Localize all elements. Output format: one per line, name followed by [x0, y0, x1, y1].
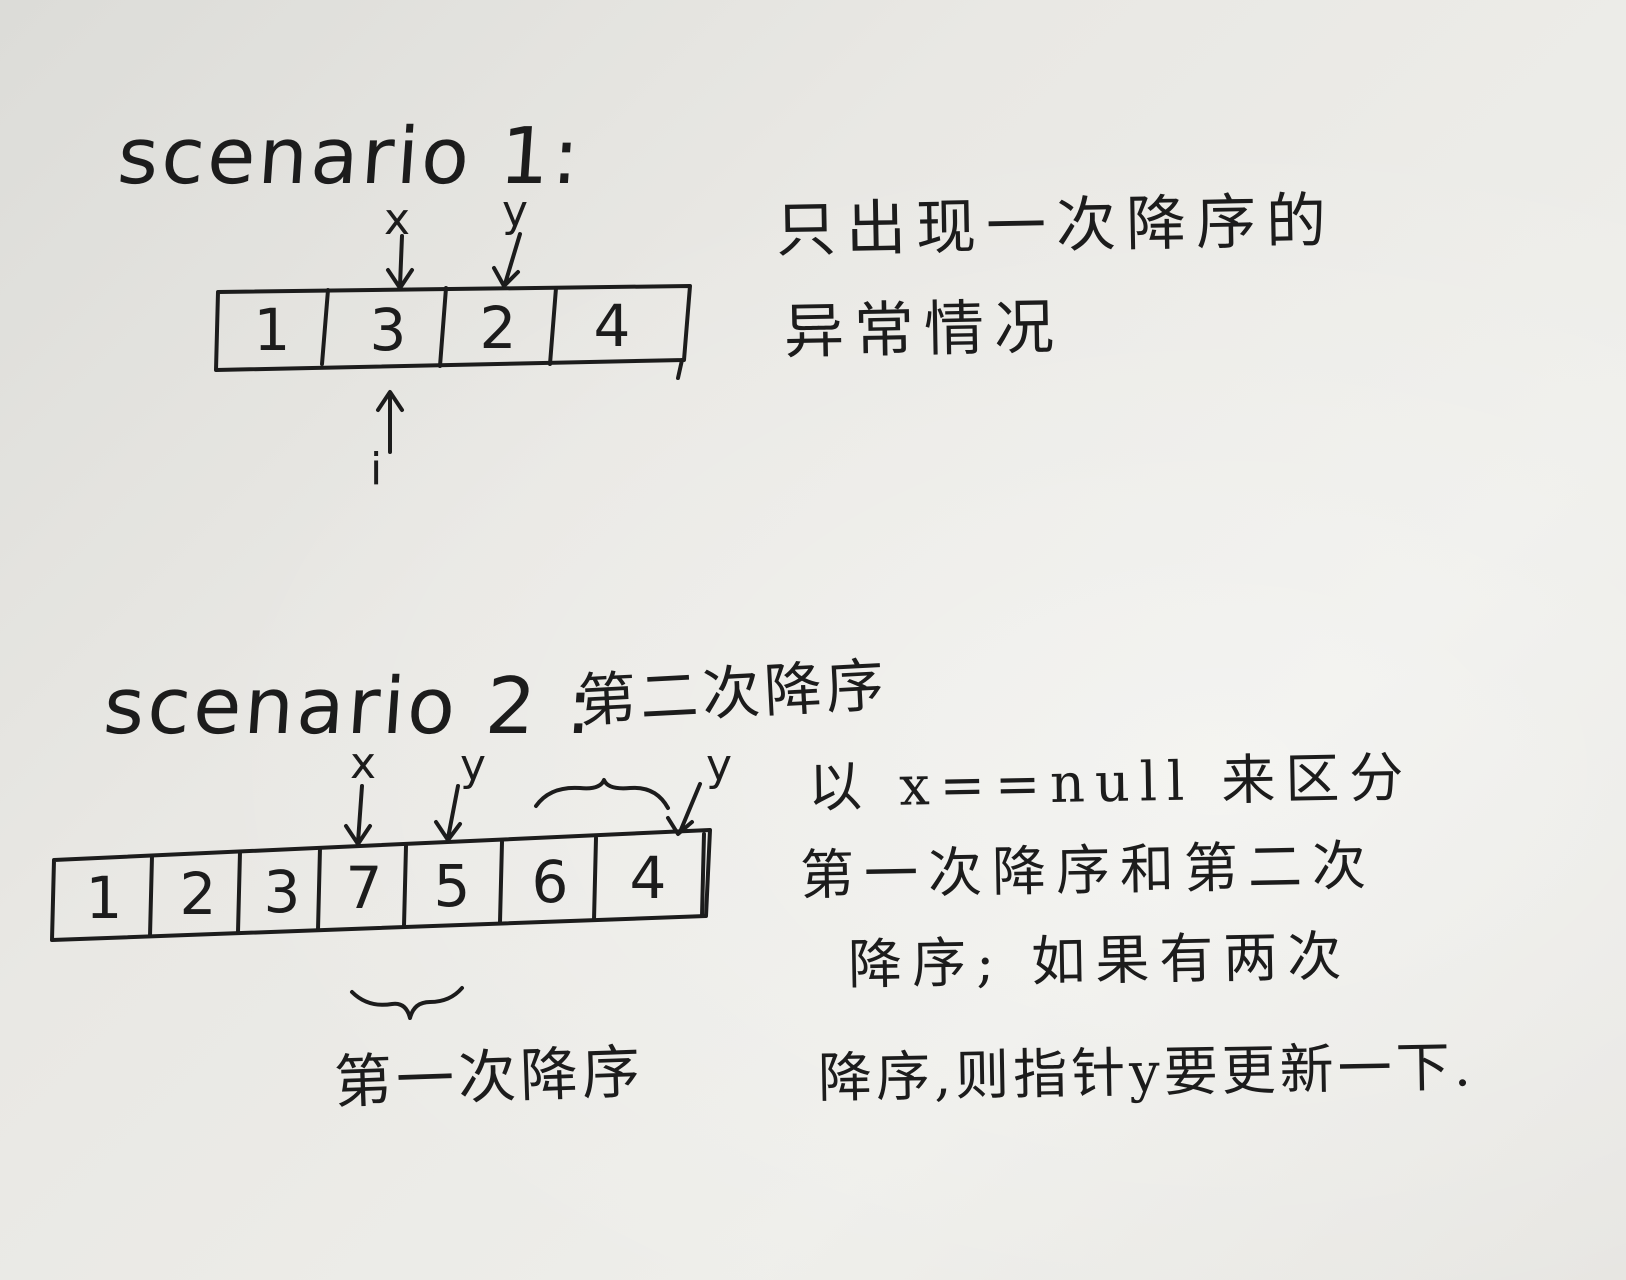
scenario2-brace-top	[534, 778, 670, 810]
scenario1-cell-divider	[320, 288, 330, 366]
scenario2-cell-divider	[592, 836, 598, 922]
scenario1-arrow-x	[386, 234, 414, 290]
scenario2-note-line2: 第一次降序和第二次	[799, 833, 1377, 908]
scenario2-cell-divider	[148, 854, 154, 938]
scenario1-arrow-i	[376, 390, 404, 454]
scenario2-title: scenario 2 :	[100, 662, 599, 752]
scenario2-second-descent-label: 第二次降序	[576, 650, 890, 736]
scenario1-cell-2: 3	[370, 296, 407, 364]
scenario2-cell-1: 1	[86, 864, 123, 932]
scenario1-note-line2: 异常情况	[783, 292, 1065, 368]
scenario2-cell-divider	[498, 840, 504, 924]
scenario1-note-line1: 只出现一次降序的	[775, 186, 1337, 266]
scenario2-cell-6: 6	[532, 848, 569, 916]
scenario2-array-box	[50, 828, 712, 942]
scenario2-pointer-y2-label: y	[706, 740, 733, 791]
scenario2-note-line3: 降序; 如果有两次	[847, 924, 1352, 997]
scenario1-pointer-i-label: i	[370, 444, 383, 495]
scenario2-pointer-y1-label: y	[460, 740, 487, 791]
scenario2-arrow-x	[344, 784, 372, 846]
scenario2-cell-divider	[236, 850, 242, 934]
scenario1-pointer-y-label: y	[502, 186, 529, 237]
scenario2-cell-3: 3	[264, 858, 301, 926]
scenario2-brace-bottom	[350, 986, 464, 1020]
scenario2-note-line4: 降序,则指针y要更新一下.	[817, 1035, 1476, 1110]
scenario1-cell-divider	[548, 286, 558, 366]
scenario2-cell-2: 2	[180, 860, 217, 928]
scenario2-arrow-y1	[434, 784, 462, 842]
scenario1-arrow-y	[492, 232, 522, 288]
scenario2-cell-5: 5	[434, 852, 471, 920]
scenario2-cell-divider	[316, 846, 322, 932]
scenario1-cell-4: 4	[594, 292, 631, 360]
scenario1-cell-3: 2	[480, 294, 517, 362]
scenario1-pointer-x-label: x	[384, 194, 411, 245]
scenario1-cell-divider	[438, 286, 448, 368]
scenario2-cell-4: 7	[346, 854, 383, 922]
scenario1-cell-1: 1	[254, 296, 291, 364]
scenario2-cell-divider	[402, 844, 408, 928]
scenario2-arrow-y2	[666, 782, 702, 836]
scenario2-pointer-x-label: x	[350, 738, 377, 789]
scenario2-first-descent-label: 第一次降序	[332, 1037, 646, 1117]
scenario2-cell-7: 4	[630, 844, 667, 912]
scenario2-note-line1: 以 x==null 来区分	[807, 745, 1414, 820]
